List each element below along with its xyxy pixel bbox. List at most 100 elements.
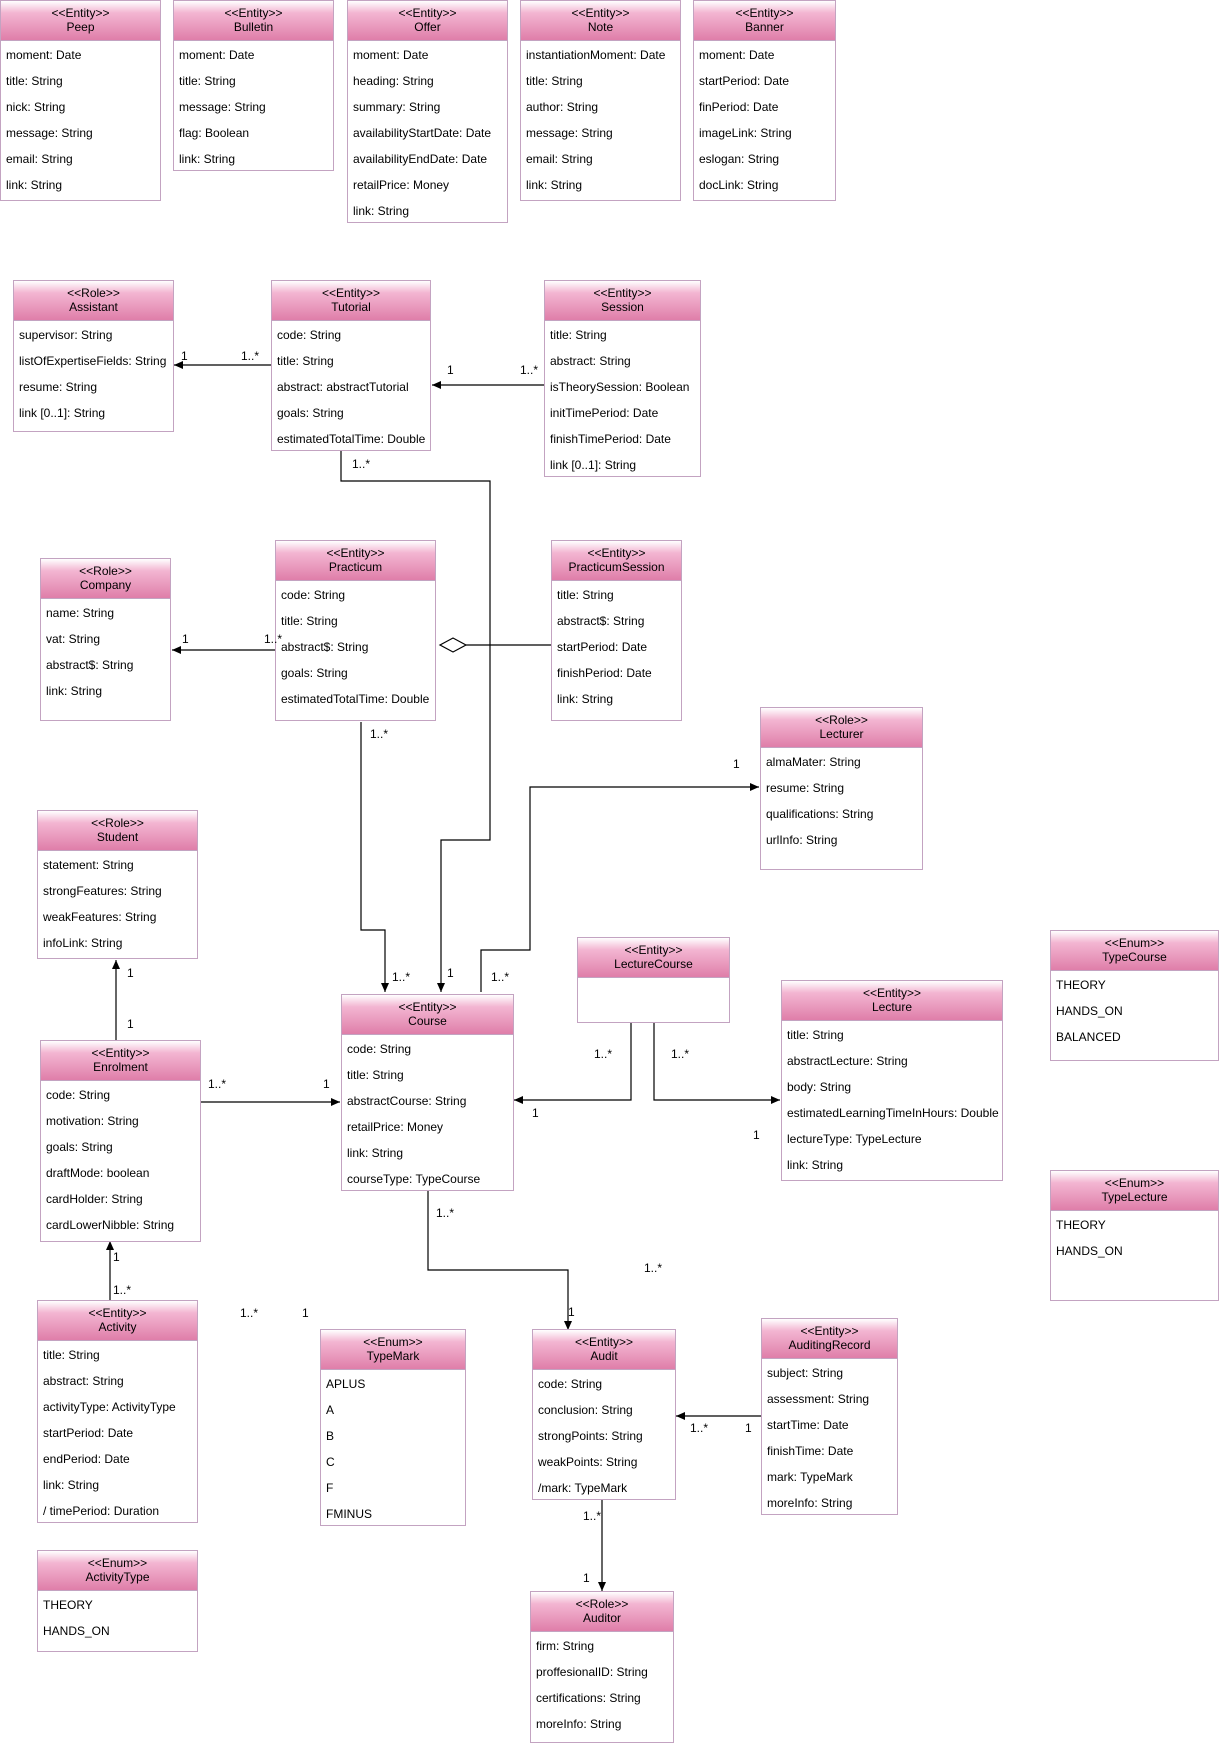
attribute-row: abstract: String [550, 354, 631, 368]
class-header: <<Enum>>ActivityType [38, 1551, 197, 1591]
class-name: TypeCourse [1102, 950, 1167, 964]
attribute-row: certifications: String [536, 1691, 641, 1705]
stereotype-label: <<Entity>> [224, 6, 283, 20]
attribute-row: courseType: TypeCourse [347, 1172, 481, 1186]
stereotype-label: <<Enum>> [87, 1556, 148, 1570]
class-name: ActivityType [85, 1570, 150, 1584]
attribute-row: listOfExpertiseFields: String [19, 354, 167, 368]
attribute-row: APLUS [326, 1377, 366, 1391]
stereotype-label: <<Role>> [575, 1597, 629, 1611]
attribute-row: title: String [43, 1348, 100, 1362]
class-header: <<Entity>>Course [342, 995, 513, 1035]
attribute-row: resume: String [19, 380, 98, 394]
stereotype-label: <<Entity>> [88, 1306, 147, 1320]
attribute-row: almaMater: String [766, 755, 861, 769]
multiplicity-label: 1 [323, 1077, 330, 1091]
attribute-row: message: String [6, 126, 93, 140]
attribute-row: startPeriod: Date [557, 640, 648, 654]
attribute-row: availabilityEndDate: Date [353, 152, 488, 166]
attribute-row: proffesionalID: String [536, 1665, 648, 1679]
attribute-row: abstract: String [43, 1374, 124, 1388]
attribute-row: link: String [353, 204, 410, 218]
attribute-row: title: String [787, 1028, 844, 1042]
attribute-row: title: String [526, 74, 583, 88]
class-name: Assistant [69, 300, 118, 314]
attribute-row: HANDS_ON [1056, 1004, 1123, 1018]
attribute-row: THEORY [1056, 1218, 1106, 1232]
attribute-row: HANDS_ON [1056, 1244, 1123, 1258]
multiplicity-label: 1 [532, 1106, 539, 1120]
attribute-row: startTime: Date [767, 1418, 849, 1432]
attribute-list: THEORY HANDS_ON [1051, 1211, 1218, 1264]
attribute-row: link: String [787, 1158, 844, 1172]
class-lecturecourse[interactable]: <<Entity>>LectureCourse [577, 937, 730, 1023]
multiplicity-label: 1..* [594, 1047, 613, 1061]
attribute-row: moment: Date [699, 48, 775, 62]
attribute-row: link: String [179, 152, 236, 166]
attribute-row: link: String [526, 178, 583, 192]
attribute-row: / timePeriod: Duration [43, 1504, 160, 1518]
attribute-row: heading: String [353, 74, 434, 88]
class-name: Student [96, 830, 139, 844]
attribute-row: finishPeriod: Date [557, 666, 652, 680]
stereotype-label: <<Entity>> [593, 286, 652, 300]
attribute-row: message: String [526, 126, 613, 140]
attribute-row: link: String [557, 692, 614, 706]
multiplicity-label: 1 [181, 349, 188, 363]
attribute-row: moment: Date [179, 48, 255, 62]
stereotype-label: <<Role>> [815, 713, 868, 727]
class-name: Enrolment [93, 1060, 148, 1074]
class-header: <<Entity>>Peep [1, 1, 160, 41]
class-header: <<Entity>>LectureCourse [578, 938, 729, 978]
attribute-row: urlInfo: String [766, 833, 838, 847]
attribute-row: code: String [347, 1042, 412, 1056]
multiplicity-label: 1 [182, 632, 189, 646]
attribute-row: imageLink: String [699, 126, 792, 140]
multiplicity-label: 1..* [352, 457, 371, 471]
stereotype-label: <<Enum>> [1104, 936, 1165, 950]
attribute-row: title: String [281, 614, 338, 628]
multiplicity-label: 1..* [491, 970, 510, 984]
class-name: Bulletin [233, 20, 274, 34]
class-header: <<Role>>Lecturer [761, 708, 922, 748]
attribute-row: abstract$: String [557, 614, 645, 628]
stereotype-label: <<Entity>> [398, 1000, 457, 1014]
assoc-tutorial-course [340, 450, 491, 992]
attribute-row: moment: Date [353, 48, 429, 62]
class-name: Lecture [871, 1000, 913, 1014]
attribute-row: B [326, 1429, 335, 1443]
assoc-lecturecourse-course [514, 1022, 632, 1104]
aggregation-diamond [438, 637, 468, 653]
attribute-row: moreInfo: String [767, 1496, 853, 1510]
attribute-row: estimatedTotalTime: Double [281, 692, 430, 706]
class-name: Note [587, 20, 614, 34]
attribute-row: retailPrice: Money [353, 178, 450, 192]
